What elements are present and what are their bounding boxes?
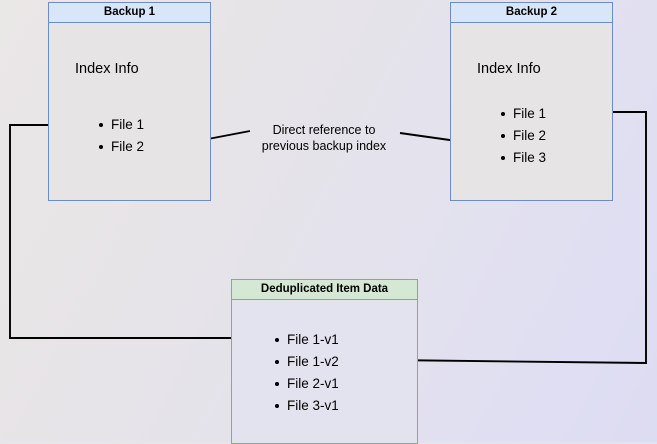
box-backup-1-header: Backup 1 xyxy=(49,3,210,23)
list-item: File 1-v2 xyxy=(274,351,339,373)
list-item: File 1 xyxy=(98,114,144,136)
box-backup-2: Backup 2 Index Info File 1 File 2 File 3 xyxy=(450,2,613,201)
list-item: File 2 xyxy=(98,136,144,158)
list-item: File 1 xyxy=(500,103,546,125)
annotation-direct-reference: Direct reference to previous backup inde… xyxy=(261,123,387,153)
box-backup-2-item-list: File 1 File 2 File 3 xyxy=(500,103,546,169)
list-item: File 3-v1 xyxy=(274,395,339,417)
list-item: File 1-v1 xyxy=(274,329,339,351)
box-deduplicated-item-data: Deduplicated Item Data File 1-v1 File 1-… xyxy=(231,279,418,444)
list-item: File 2 xyxy=(500,125,546,147)
list-item: File 2-v1 xyxy=(274,373,339,395)
box-deduplicated-item-data-header: Deduplicated Item Data xyxy=(232,280,417,300)
box-backup-2-index-label: Index Info xyxy=(477,61,541,77)
box-deduplicated-item-list: File 1-v1 File 1-v2 File 2-v1 File 3-v1 xyxy=(274,329,339,417)
list-item: File 3 xyxy=(500,147,546,169)
box-backup-1-item-list: File 1 File 2 xyxy=(98,114,144,158)
box-backup-1: Backup 1 Index Info File 1 File 2 xyxy=(48,2,211,201)
box-backup-1-index-label: Index Info xyxy=(75,61,139,77)
box-backup-2-header: Backup 2 xyxy=(451,3,612,23)
